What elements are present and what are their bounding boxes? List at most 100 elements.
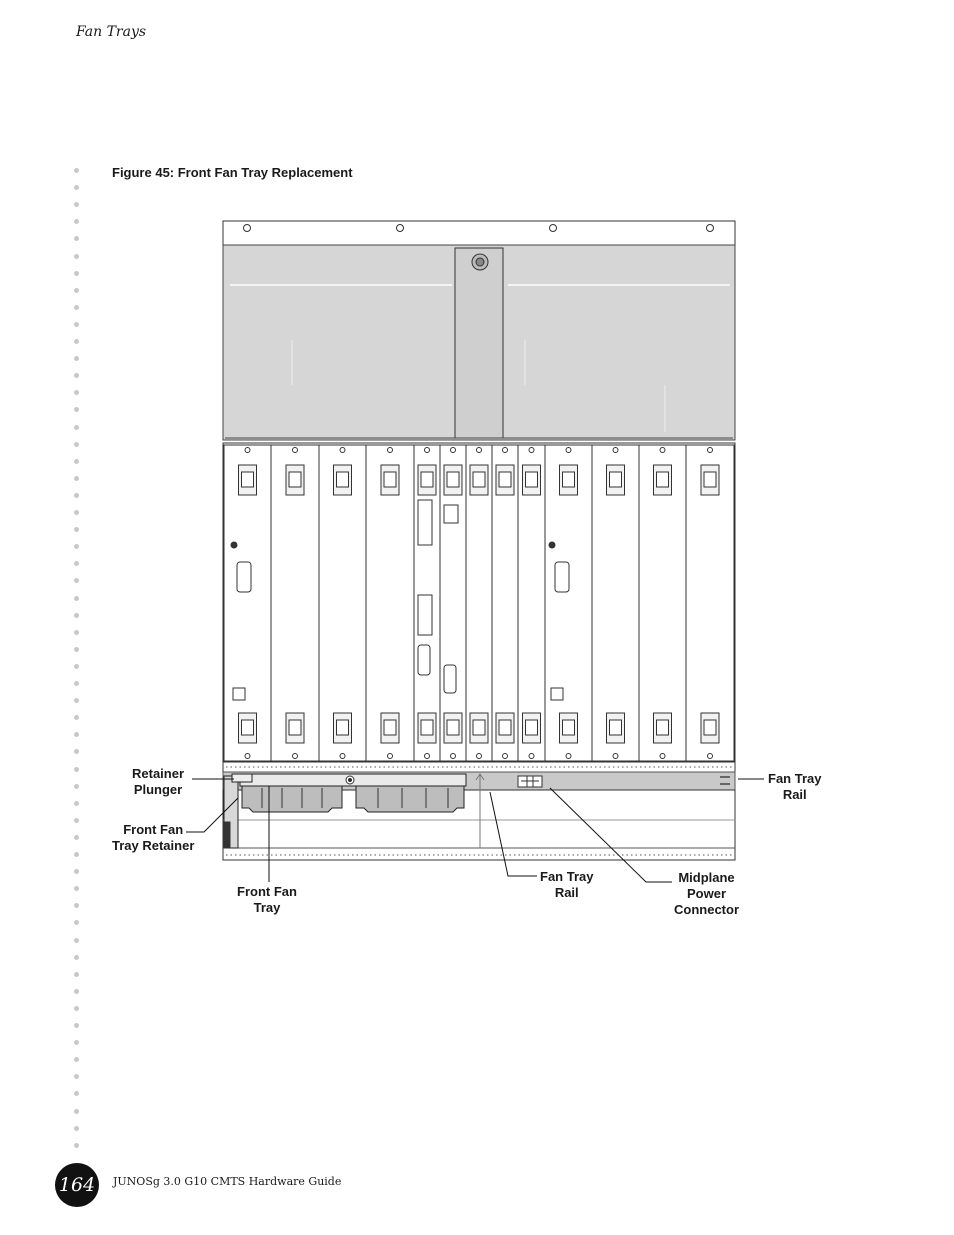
card-ejector-window — [609, 471, 622, 488]
ethernet-port-icon — [232, 687, 246, 701]
margin-dot — [74, 1023, 79, 1028]
figure-caption: Figure 45: Front Fan Tray Replacement — [112, 165, 353, 180]
card-slot — [544, 444, 593, 762]
margin-dot — [74, 783, 79, 789]
margin-dot — [74, 544, 79, 550]
margin-dot — [74, 270, 79, 276]
margin-dot — [74, 339, 79, 344]
card-ejector-window — [336, 471, 349, 488]
card-screw — [612, 447, 619, 453]
margin-dot — [74, 1057, 79, 1063]
card-ejector-window — [656, 719, 669, 736]
card-screw — [424, 447, 430, 453]
card-ejector-window — [336, 719, 349, 736]
margin-dot — [74, 732, 79, 738]
margin-dot — [74, 304, 79, 310]
card-screw — [565, 753, 572, 759]
card-screw — [565, 447, 572, 453]
margin-dot — [74, 424, 79, 430]
card-slot — [365, 444, 415, 762]
card-screw — [244, 753, 251, 759]
serial-port-icon — [554, 561, 570, 593]
card-screw — [659, 447, 666, 453]
margin-dot — [74, 886, 79, 892]
margin-dot — [74, 817, 79, 823]
margin-dot — [74, 578, 79, 584]
callout-fan-tray-rail-lower: Fan Tray Rail — [540, 869, 594, 900]
margin-dot — [74, 646, 79, 652]
card-ejector-window — [288, 471, 302, 488]
margin-dot — [74, 185, 79, 191]
footer-guide-title: JUNOSg 3.0 G10 CMTS Hardware Guide — [113, 1175, 342, 1188]
margin-dot-rule — [74, 168, 80, 1158]
margin-dot — [74, 749, 79, 755]
ethernet-port-icon — [443, 504, 459, 524]
card-ejector-window — [420, 719, 434, 736]
margin-dot — [74, 971, 79, 977]
card-ejector-window — [472, 471, 486, 488]
margin-dot — [74, 1108, 79, 1114]
margin-dot — [74, 1005, 79, 1011]
margin-dot — [74, 168, 79, 173]
margin-dot — [74, 988, 79, 994]
margin-dot — [74, 475, 79, 481]
card-ejector-window — [241, 471, 254, 488]
margin-dot — [74, 1142, 79, 1148]
margin-dot — [74, 903, 79, 909]
margin-dot — [74, 458, 79, 464]
card-slot — [517, 444, 546, 762]
margin-dot — [74, 937, 79, 943]
card-screw — [528, 753, 535, 759]
margin-dot — [74, 681, 79, 686]
margin-dot — [74, 373, 79, 379]
card-screw — [659, 753, 666, 759]
callout-midplane-power-connector: Midplane Power Connector — [674, 870, 739, 917]
margin-dot — [74, 595, 79, 601]
margin-dot — [74, 1125, 79, 1131]
margin-dot — [74, 441, 79, 447]
margin-dot — [74, 219, 79, 225]
margin-dot — [74, 800, 79, 806]
optical-module — [417, 594, 433, 636]
card-ejector-window — [525, 719, 538, 736]
serial-port-icon — [236, 561, 252, 593]
card-ejector-window — [241, 719, 254, 736]
card-ejector-window — [609, 719, 622, 736]
card-slot — [591, 444, 640, 762]
card-ejector-window — [383, 471, 397, 488]
card-screw — [450, 447, 456, 453]
margin-dot — [74, 510, 79, 515]
margin-dot — [74, 321, 79, 327]
card-ejector-window — [446, 719, 460, 736]
margin-dot — [74, 663, 79, 669]
card-ejector-window — [498, 471, 512, 488]
card-screw — [292, 753, 298, 759]
reset-button-icon — [230, 541, 238, 549]
card-ejector-window — [288, 719, 302, 736]
serial-port-icon — [443, 664, 457, 694]
card-screw — [424, 753, 430, 759]
card-screw — [244, 447, 251, 453]
card-screw — [387, 753, 393, 759]
card-screw — [387, 447, 393, 453]
card-slot — [685, 444, 735, 762]
card-ejector-window — [446, 471, 460, 488]
callout-fan-tray-rail-right: Fan Tray Rail — [768, 771, 822, 802]
card-screw — [339, 753, 346, 759]
card-ejector-window — [420, 471, 434, 488]
card-screw — [339, 447, 346, 453]
margin-dot — [74, 698, 79, 704]
margin-dot — [74, 629, 79, 635]
callout-front-fan-tray: Front Fan Tray — [237, 884, 297, 915]
margin-dot — [74, 287, 79, 293]
card-ejector-window — [383, 719, 397, 736]
card-screw — [707, 447, 713, 453]
margin-dot — [74, 612, 79, 618]
card-ejector-window — [656, 471, 669, 488]
card-screw — [707, 753, 713, 759]
page-number: 164 — [55, 1163, 99, 1207]
card-screw — [292, 447, 298, 453]
card-ejector-window — [525, 471, 538, 488]
margin-dot — [74, 715, 79, 721]
margin-dot — [74, 356, 79, 362]
